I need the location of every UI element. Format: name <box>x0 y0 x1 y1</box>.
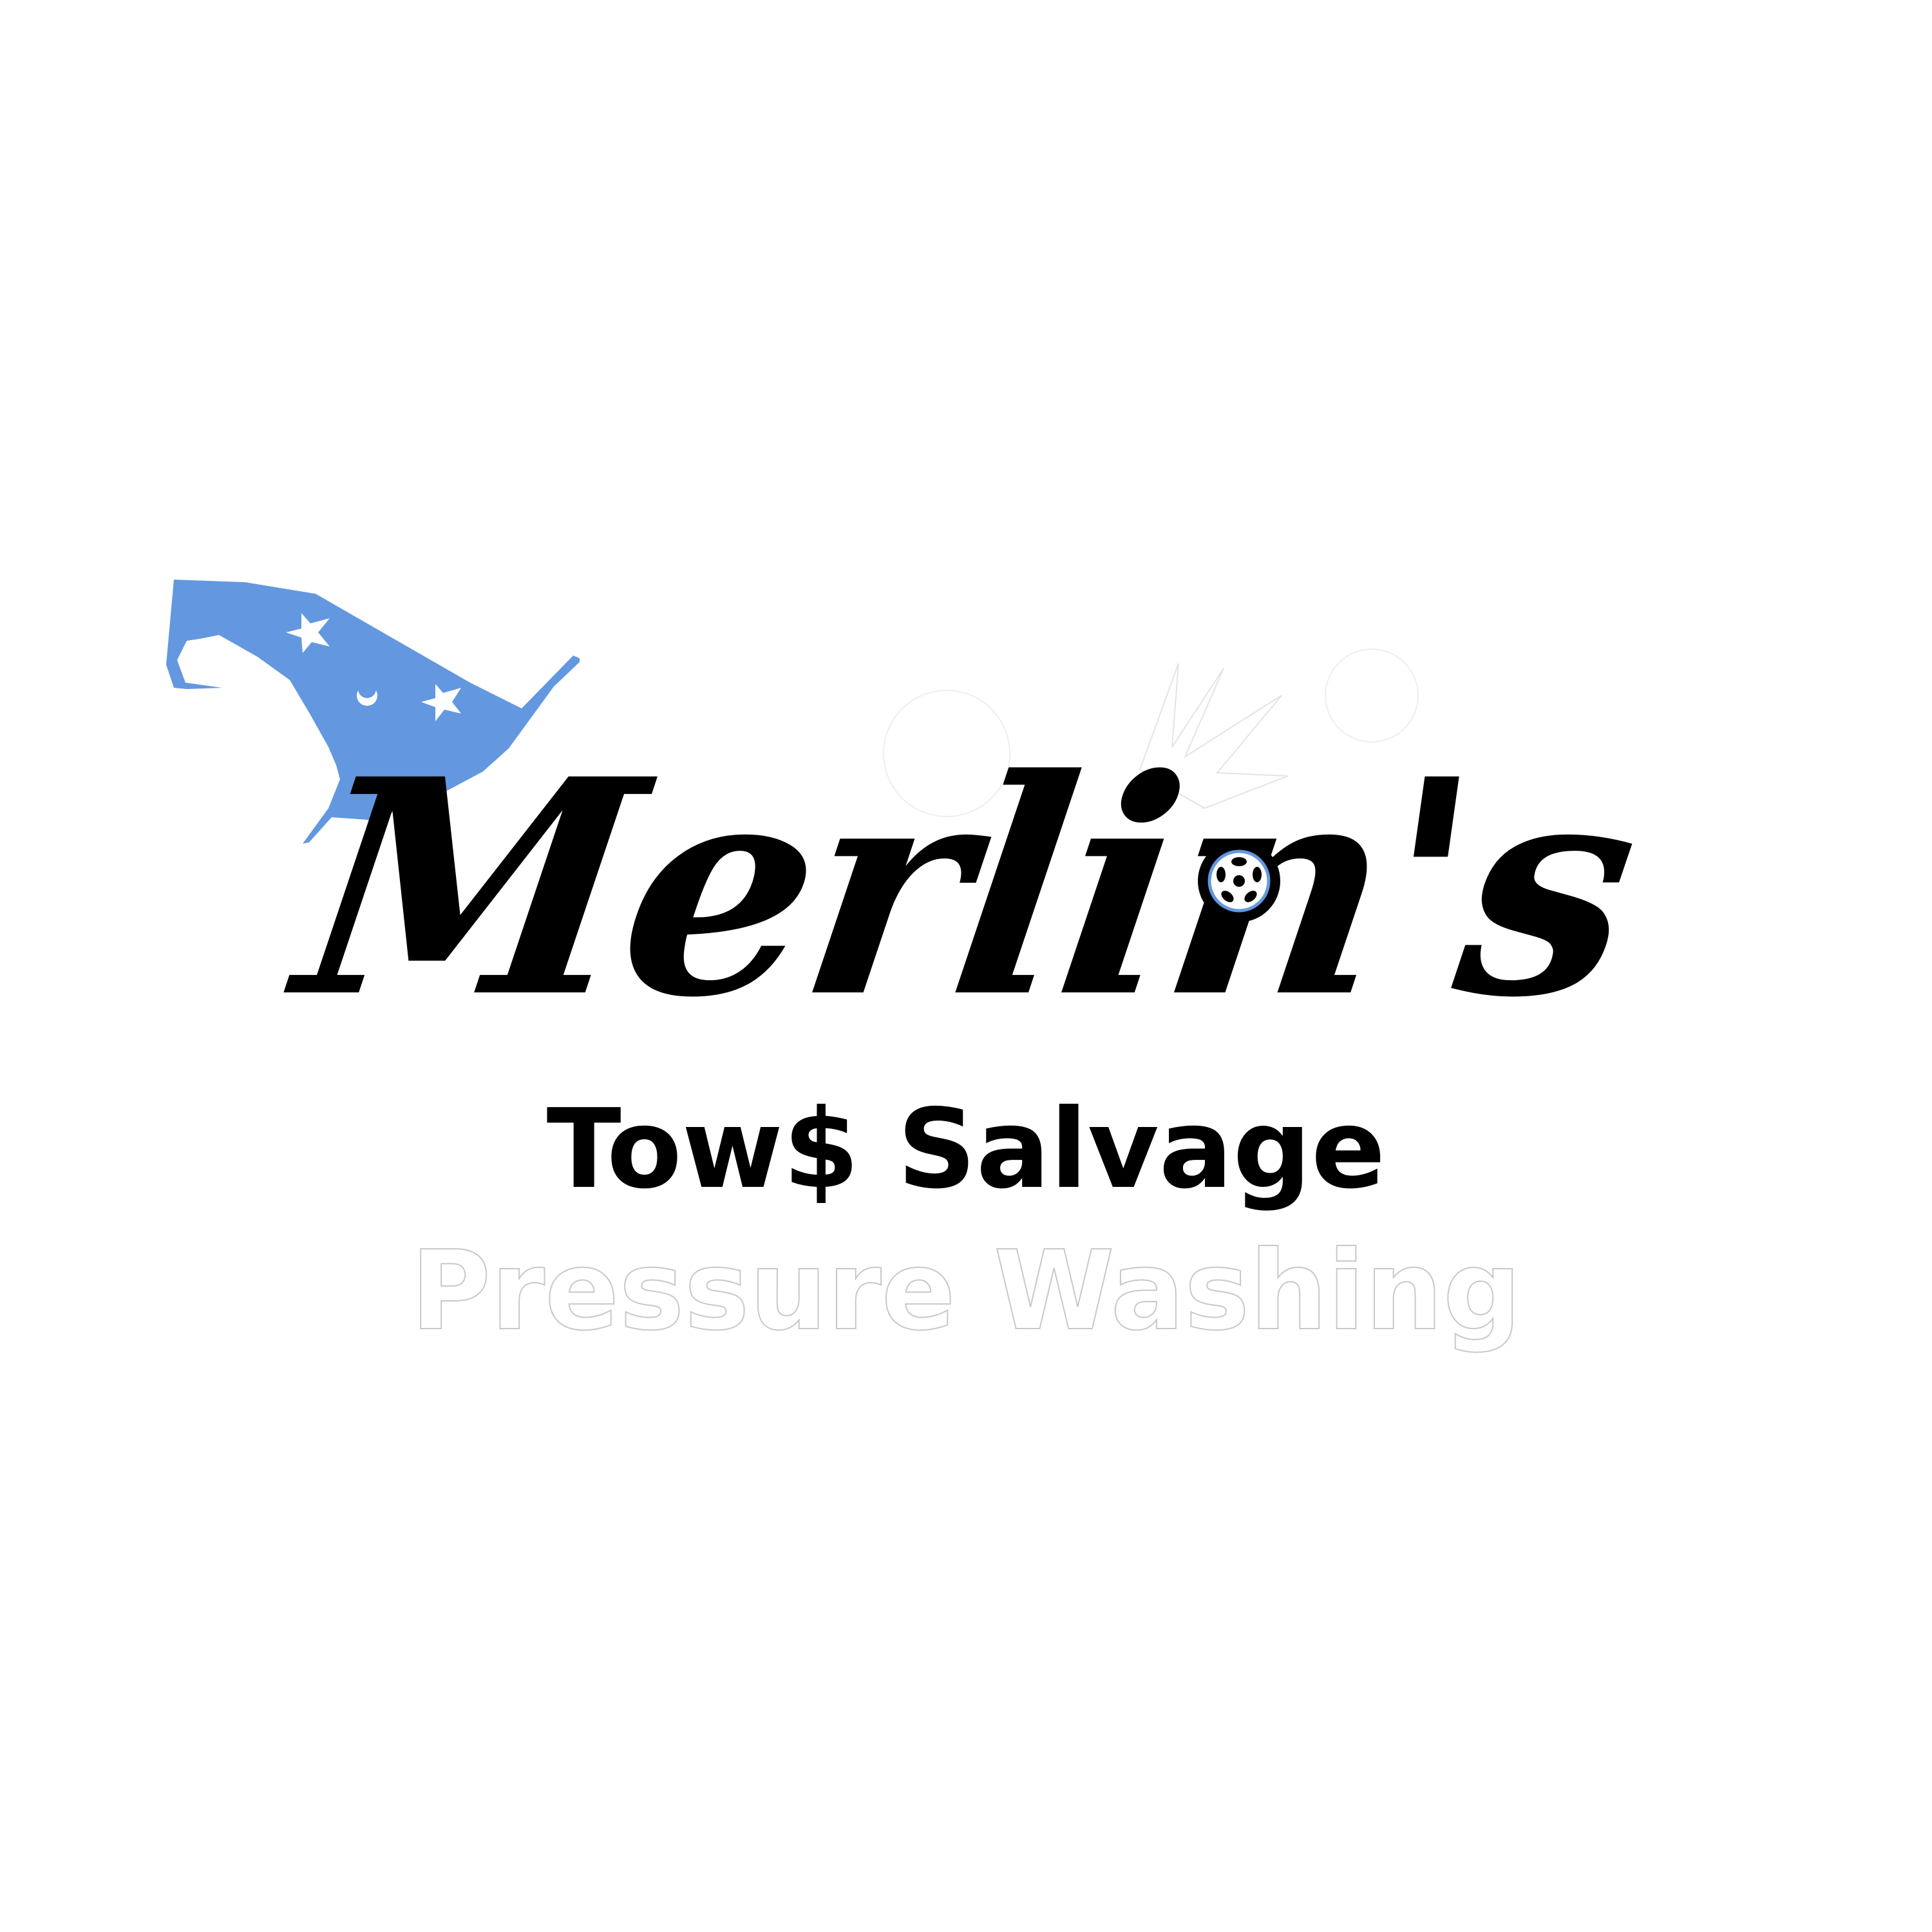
wheel-icon <box>1198 840 1280 922</box>
brand-tagline: Tow$ Salvage <box>546 1086 1386 1213</box>
decorative-sparkles <box>883 649 1419 817</box>
brand-title: Merlin's <box>282 715 1650 1063</box>
wizard-hat-icon <box>166 580 580 844</box>
background-text: Pressure Washing <box>410 1227 1522 1355</box>
